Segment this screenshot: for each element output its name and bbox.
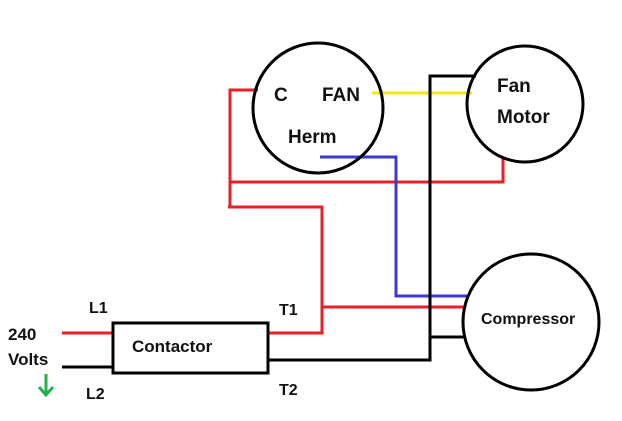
wire-herm-blue <box>320 155 474 298</box>
fan-motor-circle <box>465 44 585 164</box>
fan-motor-label-1: Fan <box>497 76 531 97</box>
capacitor-fan-label: FAN <box>322 85 360 106</box>
capacitor-c-label: C <box>274 85 288 106</box>
contactor-box <box>111 321 270 375</box>
capacitor-circle <box>251 41 385 175</box>
voltage-label: 240 <box>8 325 36 344</box>
capacitor-herm-label: Herm <box>288 127 337 148</box>
volts-label: Volts <box>8 350 48 369</box>
l2-label: L2 <box>86 386 105 403</box>
wire-c-red <box>228 88 258 207</box>
compressor-label: Compressor <box>481 311 575 328</box>
contactor-label: Contactor <box>132 337 213 356</box>
l1-label: L1 <box>89 300 108 317</box>
wire-fan-motor-red <box>230 158 505 184</box>
t1-label: T1 <box>279 302 298 319</box>
fan-motor-label-2: Motor <box>497 107 550 128</box>
t2-label: T2 <box>279 382 298 399</box>
compressor-circle <box>461 252 601 392</box>
wire-common-black <box>268 74 476 362</box>
arrow-down-icon <box>37 374 55 398</box>
wire-t1-red <box>228 205 324 335</box>
